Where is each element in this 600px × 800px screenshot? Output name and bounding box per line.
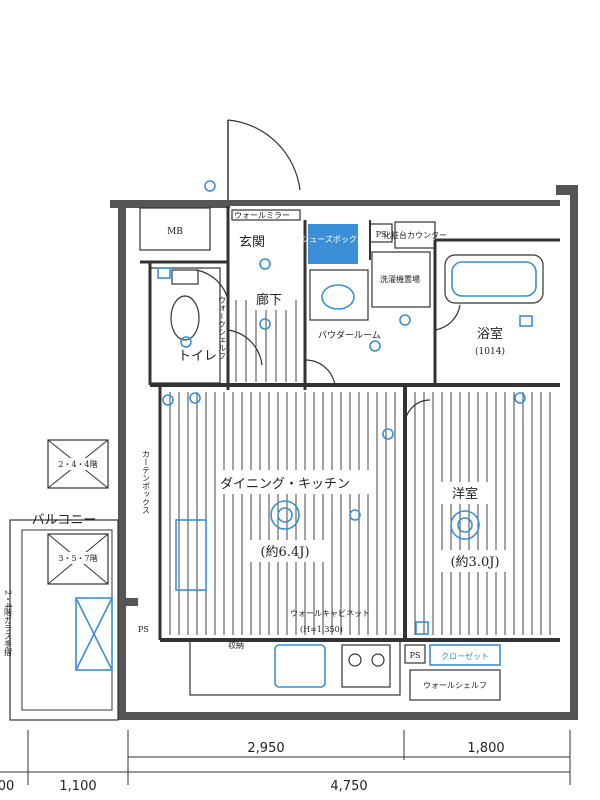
counter-label: 化粧台カウンター bbox=[383, 230, 447, 240]
wall-mirror-label: ウォールミラー bbox=[234, 211, 290, 220]
wall-cupboard-dim: (H=1,350) bbox=[300, 625, 343, 634]
closet-label: クローゼット bbox=[441, 651, 489, 661]
curtain-box-label: カーテンボックス bbox=[142, 450, 151, 514]
ps-bottom-right-label: PS bbox=[410, 651, 421, 660]
wall-mirror-strip bbox=[231, 209, 301, 221]
dining-kitchen-label: ダイニング・キッチン bbox=[220, 477, 350, 492]
cooktop bbox=[341, 644, 391, 688]
ps-top-label: PS bbox=[376, 230, 387, 239]
toilet-label: トイレ bbox=[178, 349, 217, 364]
dining-kitchen-floor bbox=[169, 392, 396, 635]
hallway-label: 廊下 bbox=[256, 292, 282, 308]
interior-doors bbox=[195, 269, 461, 426]
vanity bbox=[309, 269, 369, 321]
unit-357-box bbox=[47, 533, 109, 585]
ps-bottom-left-label: PS bbox=[138, 625, 149, 634]
electrical-symbols bbox=[157, 180, 533, 635]
dim-1800: 1,800 bbox=[467, 741, 504, 756]
toilet-bowl bbox=[170, 295, 200, 341]
genkan-label: 玄関 bbox=[239, 235, 265, 250]
western-room-floor bbox=[414, 392, 551, 635]
dim-1100: 1,100 bbox=[59, 779, 96, 794]
kitchen-counter bbox=[189, 639, 401, 696]
bathtub-inner bbox=[451, 261, 537, 297]
powder-room-label: パウダールーム bbox=[318, 329, 381, 341]
bathroom-size: (1014) bbox=[475, 346, 505, 357]
bathroom-label: 浴室 bbox=[477, 326, 503, 342]
outer-walls bbox=[110, 185, 578, 720]
bathtub bbox=[444, 254, 544, 304]
ceiling-light-icon bbox=[270, 500, 300, 530]
wall-shelf-label: ウォールシェルフ bbox=[423, 681, 487, 690]
western-room-size: (約3.0J) bbox=[450, 555, 499, 570]
toilet-room bbox=[149, 267, 221, 384]
sink-icon bbox=[321, 284, 355, 310]
burner-icon bbox=[371, 653, 385, 667]
unit-244-box bbox=[47, 439, 109, 489]
western-light-inner-icon bbox=[457, 517, 473, 533]
western-room-label-bg bbox=[440, 482, 490, 504]
western-room-label: 洋室 bbox=[452, 486, 478, 502]
balcony-storage bbox=[75, 597, 113, 671]
hallway-stripes bbox=[235, 300, 297, 382]
entrance-door bbox=[227, 119, 301, 200]
mb-label: MB bbox=[167, 227, 183, 237]
ps-bottom-right-box bbox=[404, 644, 426, 664]
storage-label: 収納 bbox=[228, 640, 244, 650]
ceiling-light-inner-icon bbox=[277, 507, 293, 523]
toilet-tank bbox=[171, 269, 199, 285]
unit-357-label: 3・5・7階 bbox=[58, 553, 97, 563]
counter-box bbox=[394, 221, 436, 249]
ps-top-box bbox=[369, 223, 393, 243]
dim-left: 00 bbox=[0, 779, 14, 794]
dim-2950: 2,950 bbox=[247, 741, 284, 756]
western-light-icon bbox=[450, 510, 480, 540]
dining-kitchen-size: (約6.4J) bbox=[260, 545, 309, 560]
storage-outline bbox=[175, 519, 207, 591]
western-room-size-bg bbox=[440, 550, 510, 572]
unit-244-label: 2・4・4階 bbox=[58, 459, 97, 469]
wall-cupboard-label: ウォールキャビネット bbox=[290, 609, 370, 618]
dining-kitchen-size-bg bbox=[245, 540, 325, 562]
wash-machine-label: 洗濯機置場 bbox=[380, 274, 420, 284]
mb-box bbox=[139, 207, 211, 251]
kitchen-sink bbox=[274, 644, 326, 688]
burner-icon bbox=[348, 653, 362, 667]
glass-railing-label: 2・4階ガラス手摺 bbox=[4, 590, 13, 657]
wash-machine-area bbox=[371, 251, 431, 308]
dim-4750: 4,750 bbox=[330, 779, 367, 794]
shoes-box-label: シューズボックス bbox=[301, 234, 364, 244]
wall-shelf-box bbox=[409, 669, 501, 701]
closet-box bbox=[429, 644, 501, 666]
shoes-box bbox=[308, 224, 358, 264]
dining-kitchen-label-bg bbox=[220, 470, 370, 494]
balcony-label: バルコニー bbox=[32, 513, 97, 528]
dimension-lines bbox=[0, 730, 571, 785]
toilet-shelf-label: ウォークシェルフ bbox=[218, 296, 227, 360]
